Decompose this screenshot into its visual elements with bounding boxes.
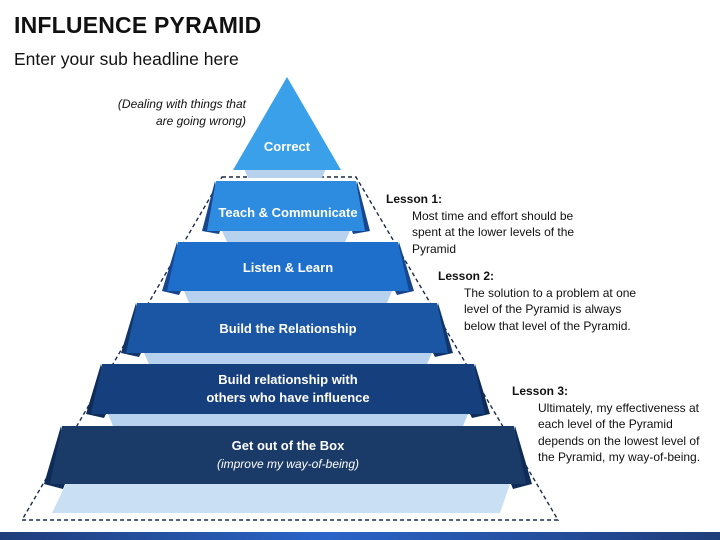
level-label-listen: Listen & Learn: [242, 260, 334, 275]
lesson-3-heading: Lesson 3:: [512, 384, 569, 398]
level-label-box-sub: (improve my way-of-being): [216, 457, 360, 471]
level-shape-listen: [167, 242, 409, 291]
level-shadow-build: [144, 353, 432, 364]
level-shape-box: [50, 426, 526, 484]
level-shape-correct: [233, 77, 341, 170]
level-label-build: Build the Relationship: [219, 321, 357, 336]
lesson-3-text: Ultimately, my effectiveness at each lev…: [538, 400, 701, 465]
level-label-box-main: Get out of the Box: [231, 438, 345, 453]
level-shadow-teach: [222, 231, 350, 242]
level-label-correct: Correct: [263, 139, 311, 154]
lesson-1-heading: Lesson 1:: [386, 192, 443, 206]
apex-note: (Dealing with things that are going wron…: [117, 97, 246, 128]
level-shadow-box: [52, 484, 510, 513]
level-label-teach: Teach & Communicate: [218, 205, 358, 220]
page-title: INFLUENCE PYRAMID: [14, 12, 262, 38]
level-label-box: Get out of the Box (improve my way-of-be…: [188, 437, 388, 473]
level-shape-others: [91, 364, 485, 414]
lesson-1-text: Most time and effort should be spent at …: [412, 208, 575, 256]
lesson-2-text: The solution to a problem at one level o…: [464, 285, 637, 333]
lesson-2-heading: Lesson 2:: [438, 269, 495, 283]
level-shape-teach: [207, 181, 365, 231]
lesson-3: Lesson 3: Ultimately, my effectiveness a…: [512, 383, 712, 466]
level-shadow-others: [108, 414, 468, 426]
lesson-2: Lesson 2: The solution to a problem at o…: [438, 268, 638, 334]
level-label-others: Build relationship with others who have …: [206, 372, 370, 405]
bottom-accent-bar: [0, 532, 720, 540]
level-shape-build: [126, 303, 448, 353]
level-shadow-listen: [184, 291, 392, 303]
page-subtitle: Enter your sub headline here: [14, 49, 239, 69]
lesson-1: Lesson 1: Most time and effort should be…: [386, 191, 586, 257]
